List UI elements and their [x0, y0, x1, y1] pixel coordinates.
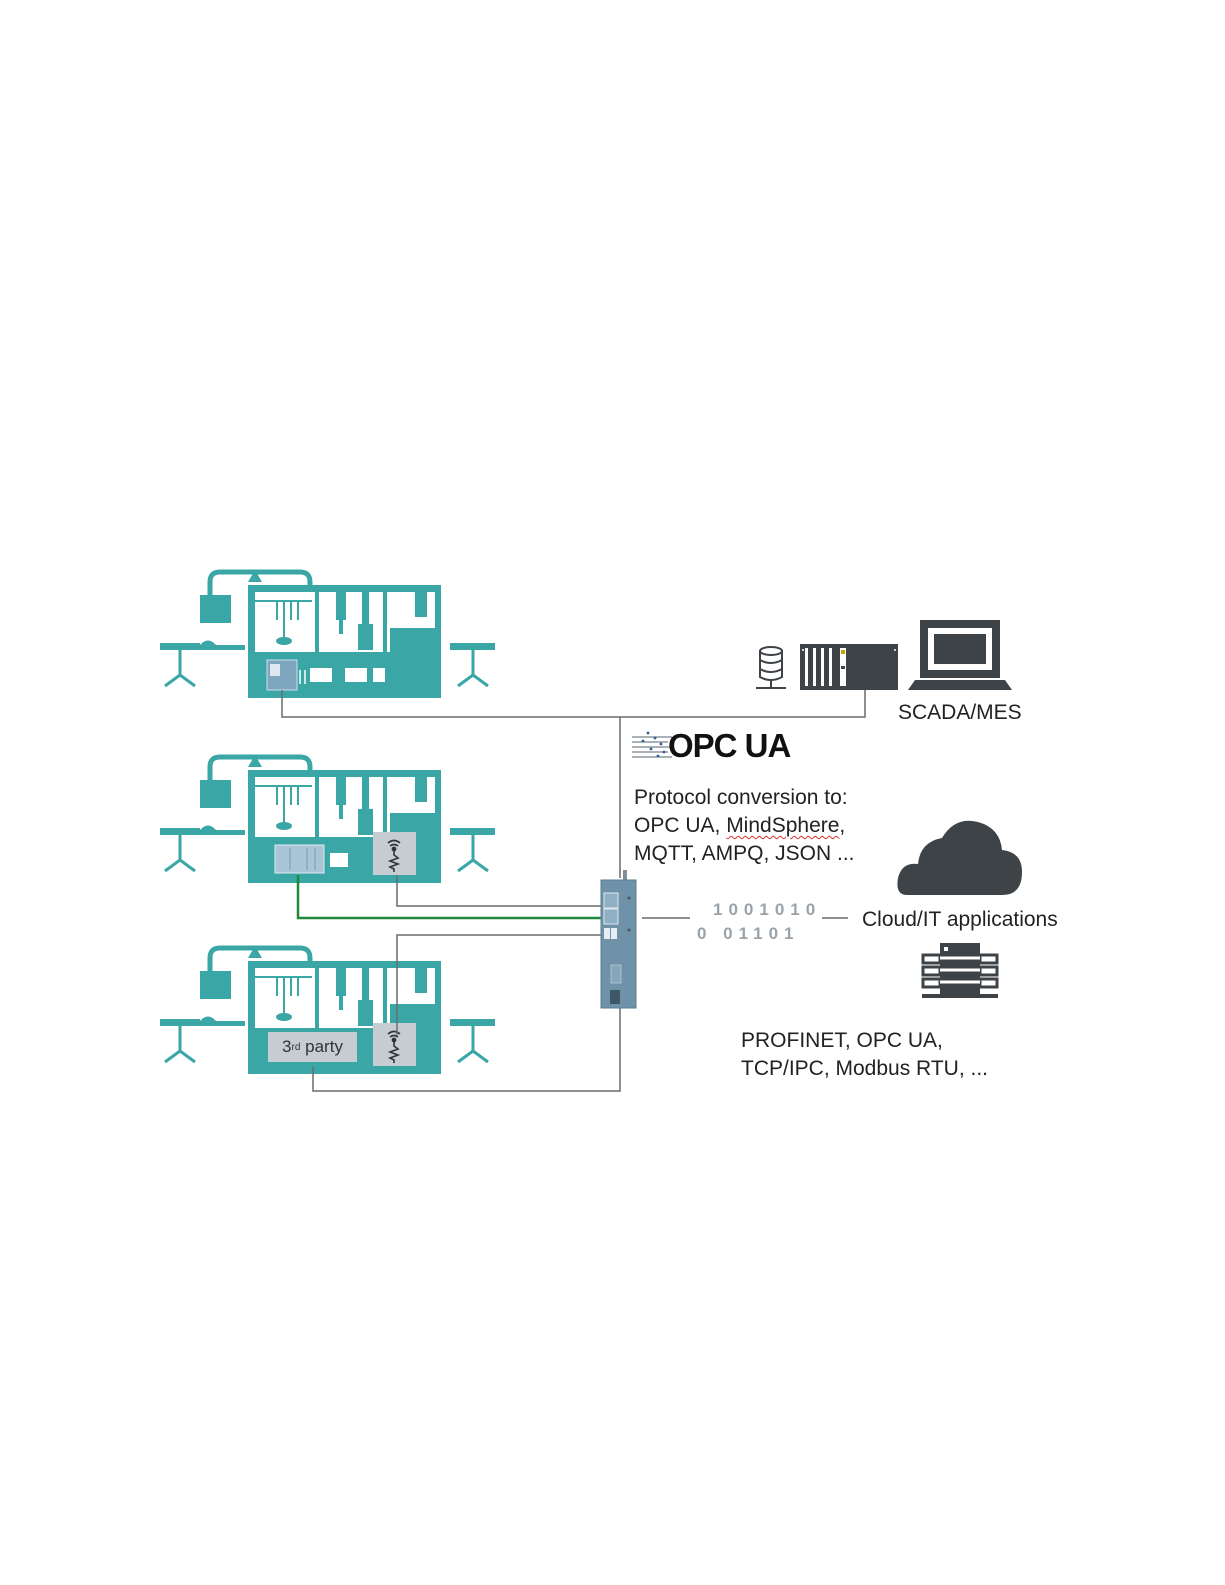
- protocol-mindsphere: MindSphere: [726, 814, 840, 837]
- third-party-ordinal: rd: [291, 1041, 301, 1053]
- protocol-comma: ,: [839, 814, 846, 837]
- network-lines: [281, 690, 866, 1092]
- server-rack-icon: [800, 644, 898, 690]
- third-party-text: party: [300, 1037, 343, 1056]
- fieldbus-line-1: PROFINET, OPC UA,: [741, 1029, 943, 1052]
- wireless-sensor-icon: [387, 839, 401, 872]
- protocol-line-2: OPC UA, MindSphere,: [634, 812, 855, 840]
- fieldbus-line-2: TCP/IPC, Modbus RTU, ...: [741, 1057, 989, 1080]
- database-icon: [756, 646, 786, 689]
- iot-gateway-device: [600, 870, 637, 1009]
- opc-ua-logo-text: OPC UA: [668, 727, 791, 764]
- binary-data-line-1: 1001010: [713, 900, 822, 919]
- machine-1: [160, 570, 495, 698]
- line-machine2-plc-green: [296, 875, 603, 920]
- plc-controller: [274, 844, 325, 874]
- line-machine2-wireless: [396, 875, 603, 907]
- third-party-number: 3: [282, 1037, 292, 1056]
- protocol-line-3: MQTT, AMPQ, JSON ...: [634, 842, 855, 865]
- opc-ua-logo: [632, 731, 672, 758]
- fieldbus-protocols-text: PROFINET, OPC UA, TCP/IPC, Modbus RTU, .…: [741, 1027, 988, 1083]
- line-machine3-thirdparty: [312, 1008, 621, 1092]
- laptop-icon: [908, 620, 1012, 690]
- cloud-it-label: Cloud/IT applications: [862, 908, 1058, 931]
- cloud-icon: [897, 820, 1022, 895]
- machine-2: [160, 755, 495, 883]
- protocol-conversion-text: Protocol conversion to: OPC UA, MindSphe…: [634, 784, 855, 868]
- binary-data-line-2: 0 01101: [697, 924, 800, 943]
- wireless-sensor-icon: [387, 1030, 401, 1063]
- line-machine3-wireless: [396, 934, 603, 1035]
- scada-mes-label: SCADA/MES: [898, 701, 1022, 724]
- protocol-line-1: Protocol conversion to:: [634, 786, 848, 809]
- line-machine1-scada: [281, 690, 866, 718]
- server-stack-icon: [921, 943, 999, 998]
- protocol-opcua: OPC UA,: [634, 814, 727, 837]
